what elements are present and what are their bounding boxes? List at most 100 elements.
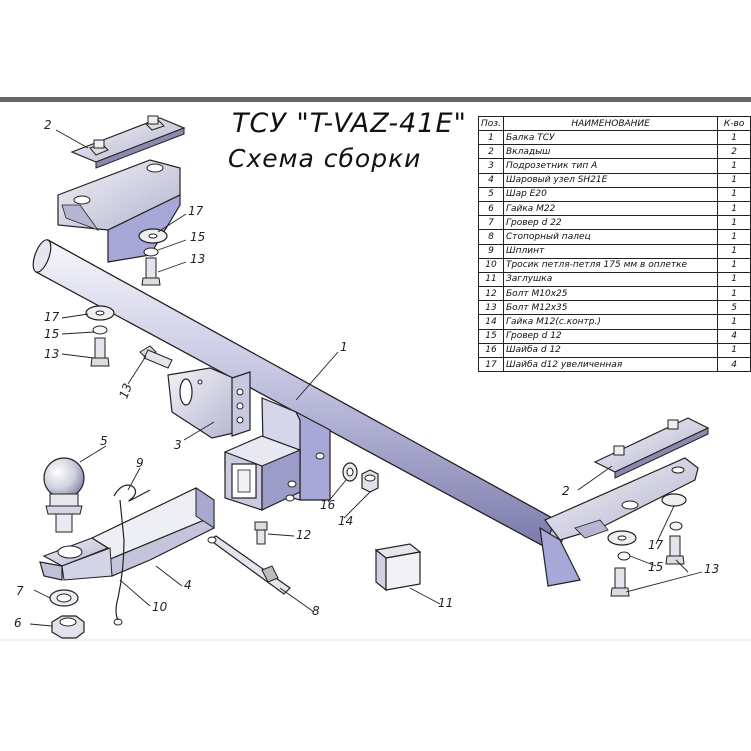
cell-name: Вкладыш [502, 144, 719, 160]
col-header-qty: К-во [717, 116, 751, 131]
part-11-plug [374, 543, 422, 592]
cell-qty: 2 [717, 144, 751, 160]
cell-name: Шайба d12 увеличенная [502, 356, 719, 373]
cell-name: Шаровый узел SH21E [502, 172, 719, 188]
callout-part-17-left-top: 17 [188, 204, 204, 218]
callout-part-2-left: 2 [44, 118, 52, 132]
part-16-washer [342, 462, 358, 482]
callout-part-15-left-top: 15 [190, 230, 206, 244]
cell-qty: 1 [717, 186, 751, 202]
cell-pos: 12 [478, 286, 504, 302]
cell-name: Тросик петля-петля 175 мм в оплетке [502, 257, 719, 273]
callout-part-10: 10 [152, 600, 168, 614]
cell-name: Болт М10х25 [502, 286, 719, 302]
part-2-right-insert [593, 417, 710, 479]
diagram-title: ТСУ "T-VAZ-41E" [232, 108, 467, 139]
cell-pos: 7 [478, 215, 504, 231]
callout-part-17-left-bottom: 17 [44, 310, 60, 324]
part-3-socket-holder [167, 367, 251, 439]
callout-part-6: 6 [14, 616, 22, 630]
left-bottom-fasteners [85, 305, 115, 367]
part-7-spring-washer [49, 589, 79, 607]
leader-lines [29, 129, 703, 627]
cell-qty: 4 [717, 356, 751, 373]
bolt-13-center [139, 345, 173, 369]
callout-part-16: 16 [320, 498, 336, 512]
callout-part-8: 8 [312, 604, 320, 618]
callout-part-12: 12 [296, 528, 312, 542]
part-5-tow-ball [43, 457, 85, 533]
cell-name: Подрозетник тип А [502, 158, 719, 174]
callout-part-1: 1 [340, 340, 348, 354]
cell-pos: 4 [478, 172, 504, 188]
cell-qty: 1 [717, 286, 751, 302]
part-9-10-pin-and-cable [113, 484, 151, 626]
part-4-ball-mount [39, 487, 215, 581]
center-receiver [224, 397, 331, 511]
cell-pos: 2 [478, 144, 504, 160]
cell-qty: 1 [717, 200, 751, 217]
cell-name: Стопорный палец [502, 229, 719, 245]
cell-qty: 1 [717, 215, 751, 231]
cell-qty: 1 [717, 314, 751, 330]
col-header-pos: Поз. [478, 116, 504, 131]
left-top-fasteners [138, 228, 168, 286]
callout-part-9: 9 [136, 456, 144, 470]
cell-pos: 10 [478, 257, 504, 273]
cell-pos: 9 [478, 243, 504, 259]
cell-pos: 13 [478, 300, 504, 316]
part-6-nut [51, 615, 85, 639]
cell-qty: 1 [717, 172, 751, 188]
cell-pos: 17 [478, 356, 504, 373]
cell-pos: 6 [478, 200, 504, 217]
cell-name: Шплинт [502, 243, 719, 259]
cell-pos: 8 [478, 229, 504, 245]
col-header-name: НАИМЕНОВАНИЕ [502, 116, 719, 131]
cell-pos: 1 [478, 129, 504, 146]
callout-part-13-right: 13 [704, 562, 720, 576]
diagram-subtitle: Схема сборки [228, 144, 422, 173]
cell-name: Болт М12х35 [502, 300, 719, 316]
cell-qty: 1 [717, 158, 751, 174]
cell-pos: 14 [478, 314, 504, 330]
callout-part-7: 7 [16, 584, 24, 598]
cell-qty: 4 [717, 328, 751, 344]
callout-part-3: 3 [174, 438, 182, 452]
part-2-left-insert [70, 115, 186, 169]
cell-name: Гровер d 22 [502, 215, 719, 231]
cell-pos: 16 [478, 342, 504, 359]
callout-part-11: 11 [438, 596, 454, 610]
cell-name: Гайка М12(с.контр.) [502, 314, 719, 330]
callout-part-2-right: 2 [562, 484, 570, 498]
callout-part-13-left-bottom: 13 [44, 347, 60, 361]
cell-name: Шар Е20 [502, 186, 719, 202]
left-bracket [57, 159, 181, 263]
cell-pos: 15 [478, 328, 504, 344]
cell-qty: 1 [717, 129, 751, 146]
callout-part-17-right: 17 [648, 538, 664, 552]
cell-qty: 5 [717, 300, 751, 316]
part-8-stopper-pin [207, 535, 291, 595]
callout-part-14: 14 [338, 514, 354, 528]
cell-qty: 1 [717, 257, 751, 273]
cell-pos: 11 [478, 271, 504, 288]
cell-qty: 1 [717, 271, 751, 288]
